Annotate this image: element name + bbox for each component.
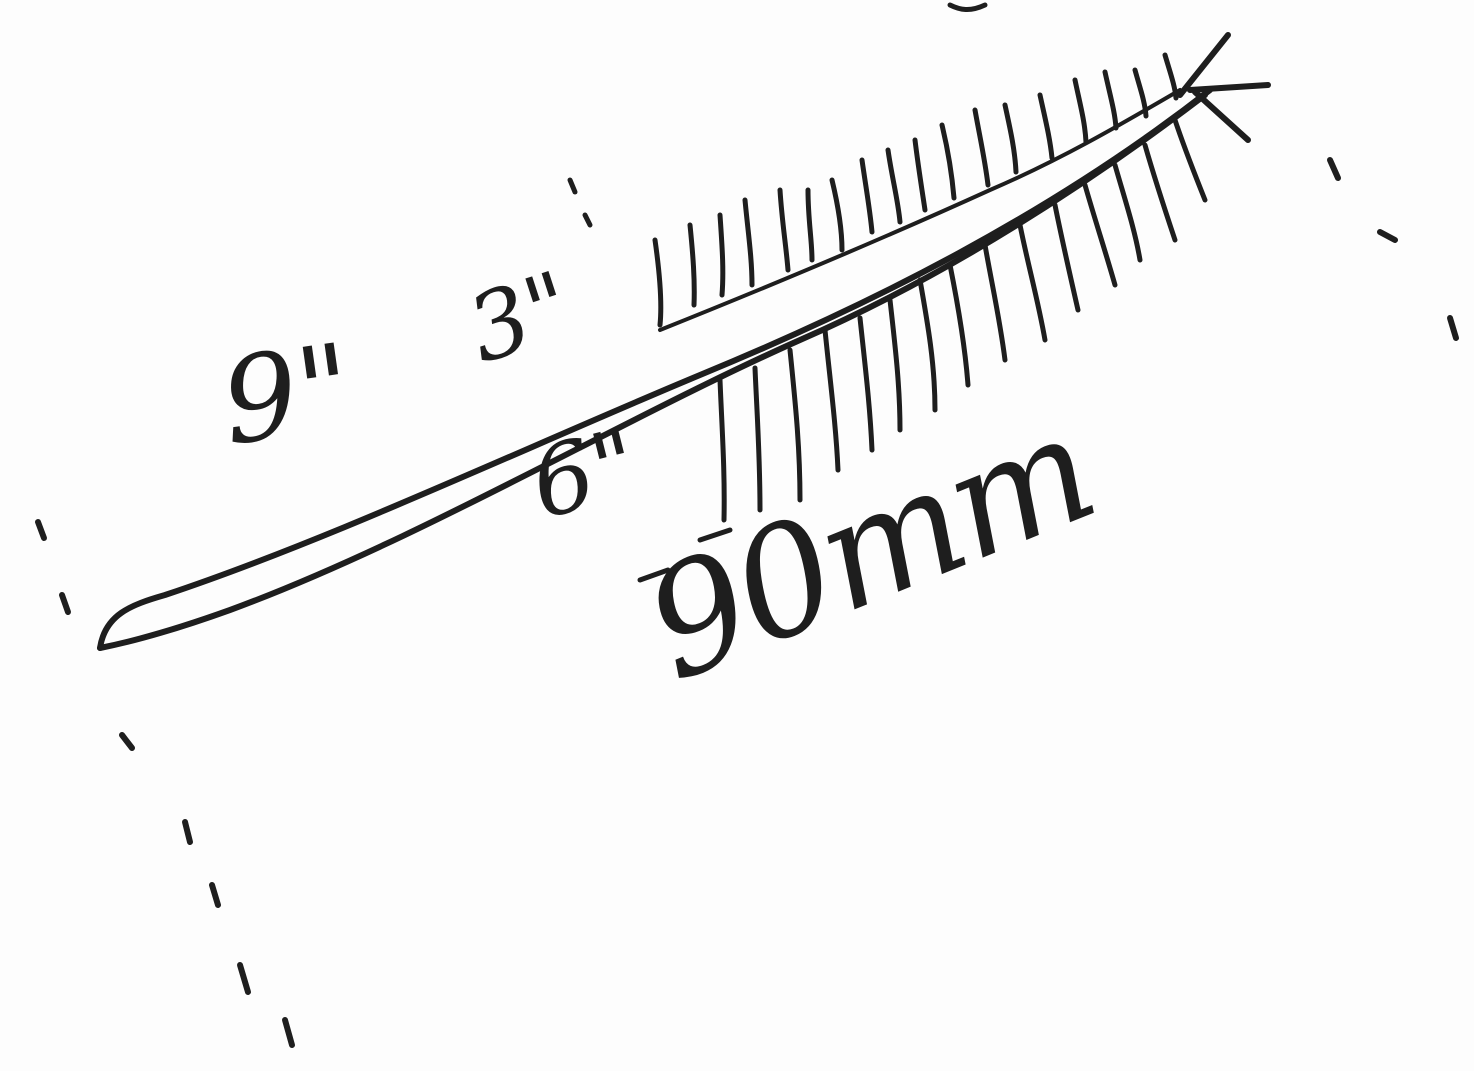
top-scribble bbox=[950, 5, 985, 10]
right-dashed-guide bbox=[1330, 160, 1456, 338]
dashed-guide-icon bbox=[570, 180, 590, 225]
overall-length-label: 9" bbox=[215, 327, 360, 462]
quill-tip-icon bbox=[1180, 35, 1268, 140]
lower-section-label: 6" bbox=[522, 415, 647, 534]
